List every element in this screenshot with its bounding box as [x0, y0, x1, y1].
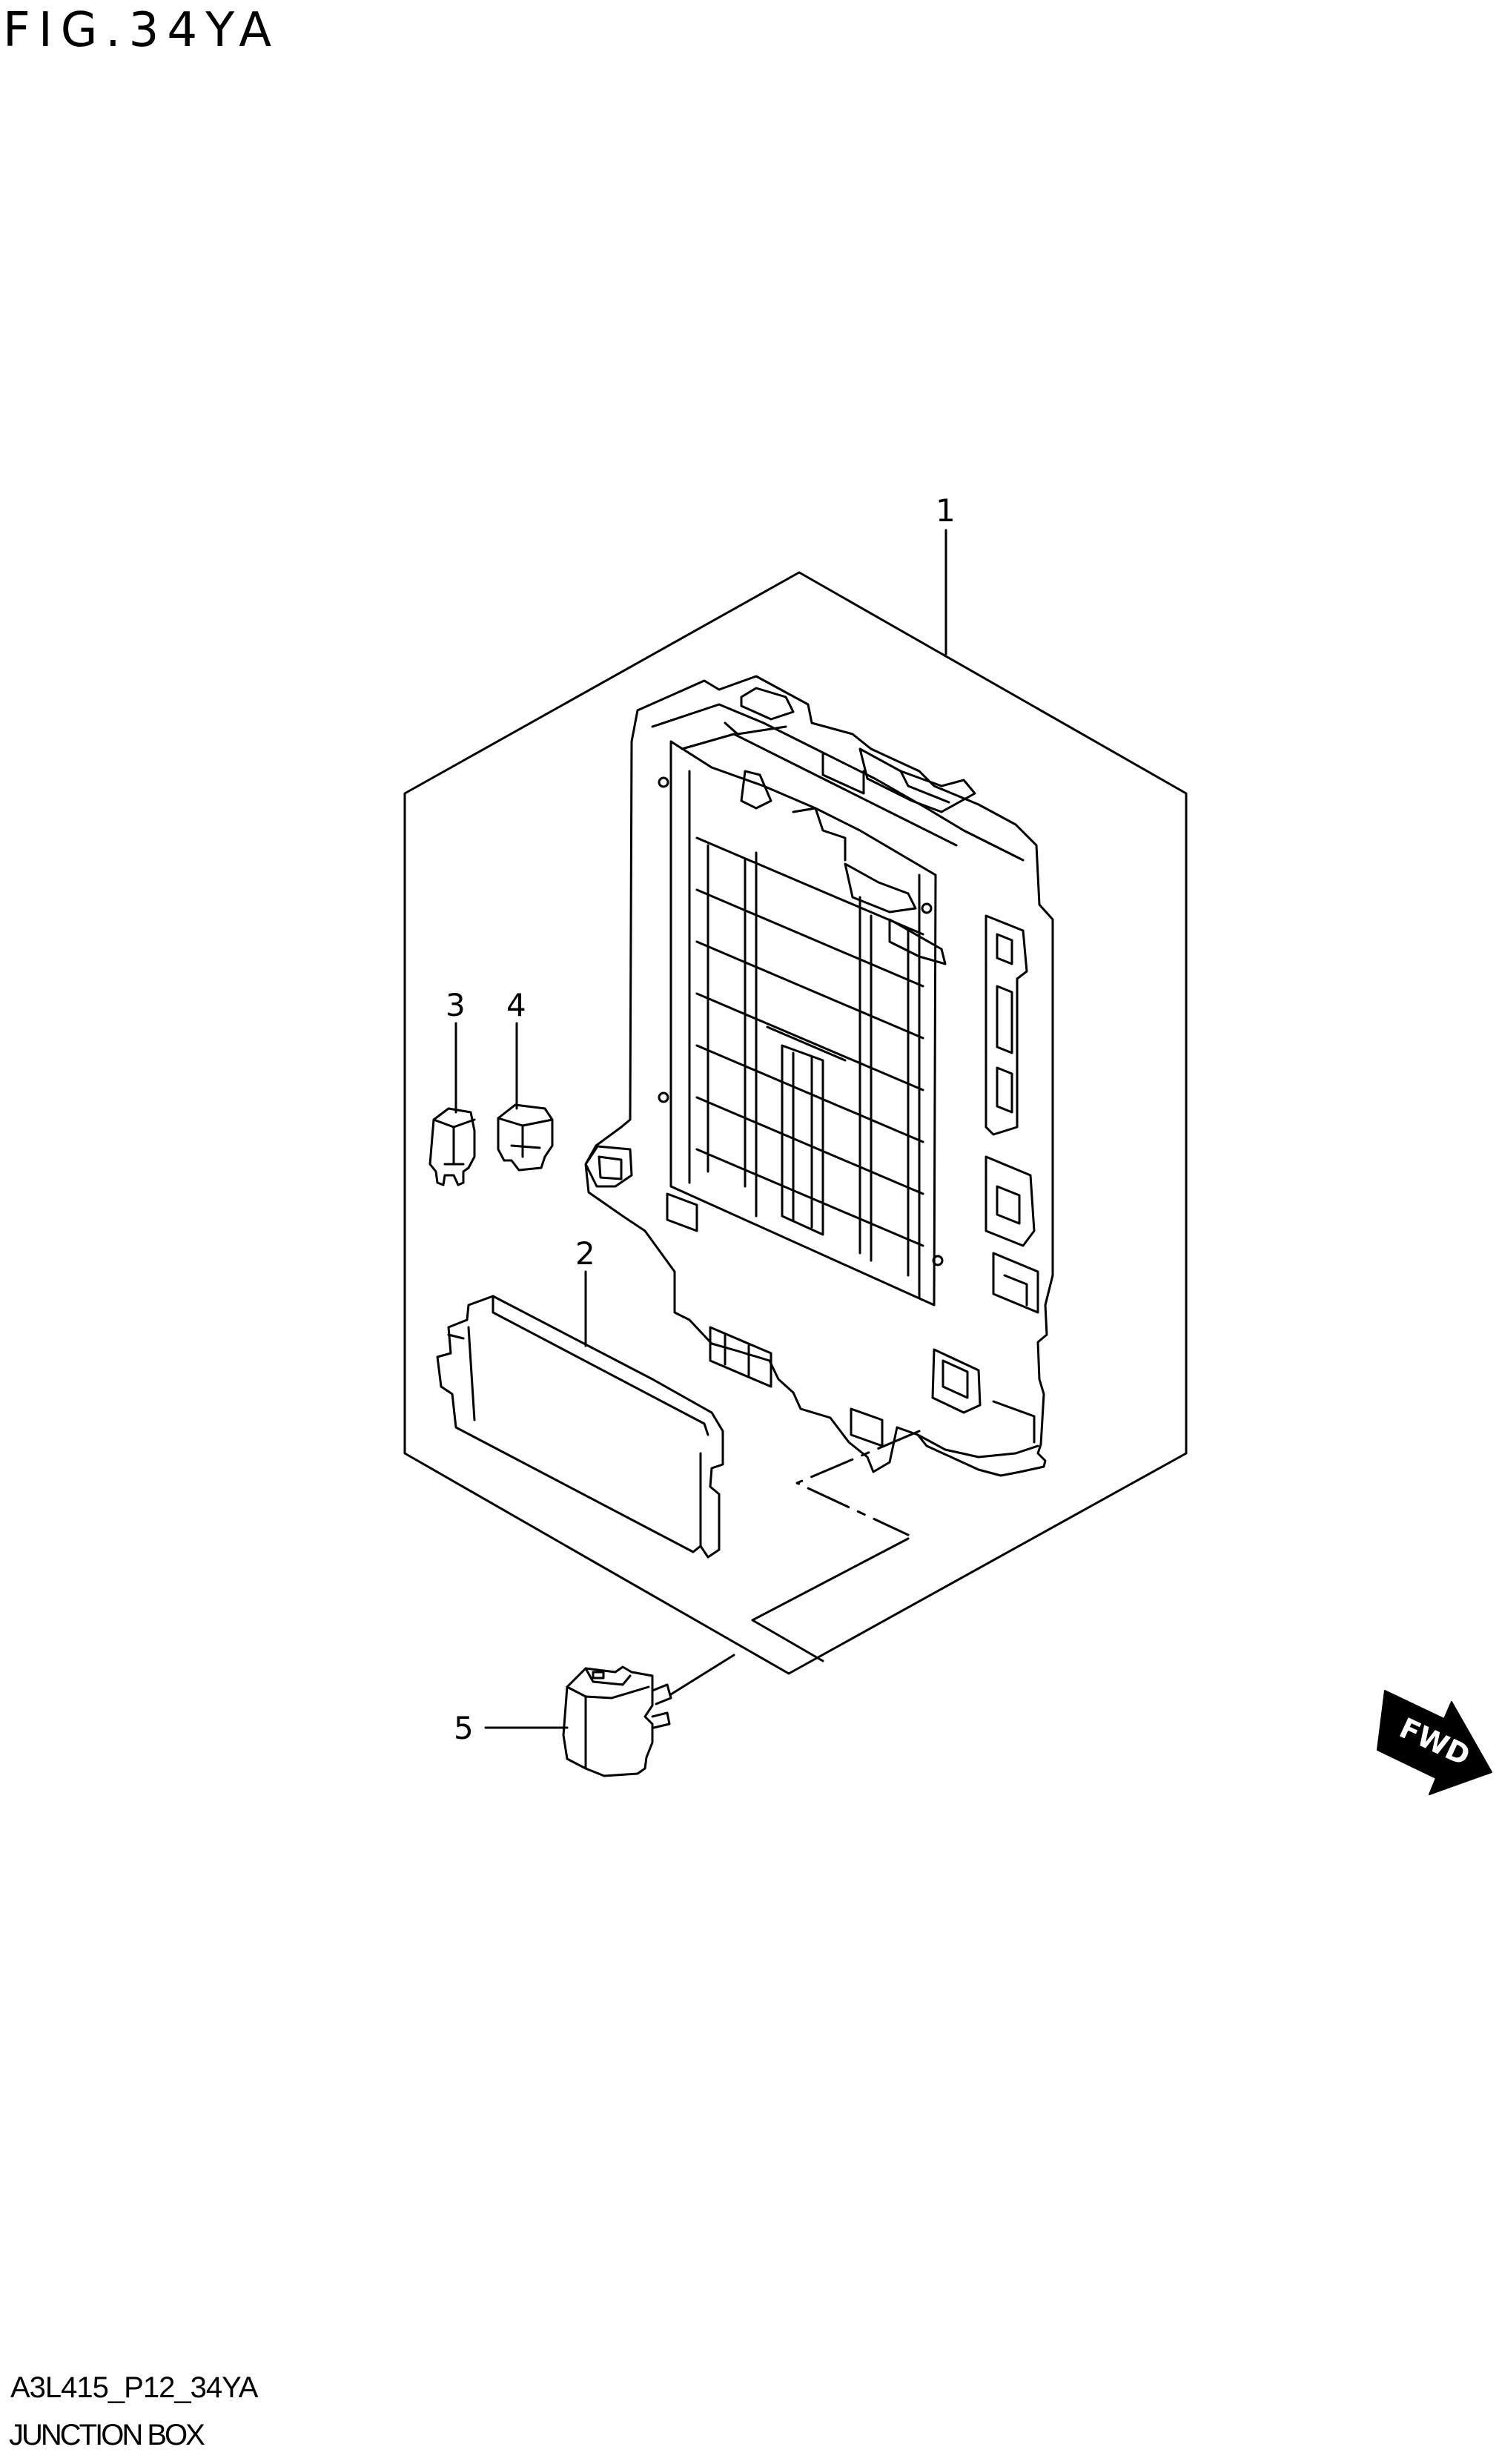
callout-1: 1	[936, 492, 956, 529]
callout-4: 4	[506, 987, 526, 1023]
mounting-guide-line	[795, 1430, 921, 1536]
callout-5: 5	[454, 1710, 474, 1746]
fwd-arrow-icon: FWD	[1377, 1690, 1492, 1795]
figure-name: JUNCTION BOX	[9, 2419, 205, 2451]
figure-title: FIG.34YA	[3, 3, 279, 58]
junction-box-part	[584, 675, 1054, 1477]
figure-code: A3L415_P12_34YA	[10, 2371, 258, 2404]
callout-2: 2	[575, 1235, 595, 1272]
assembly-hexagon-outline	[403, 571, 1188, 1675]
fuse-part-3	[428, 1107, 476, 1186]
leader-line-5-connector	[669, 1654, 735, 1696]
cover-part	[436, 1295, 724, 1559]
callout-3: 3	[446, 987, 466, 1023]
mounting-guide-line-lower	[751, 1537, 910, 1662]
relay-part	[562, 1665, 672, 1777]
fuse-part-4	[497, 1103, 554, 1172]
